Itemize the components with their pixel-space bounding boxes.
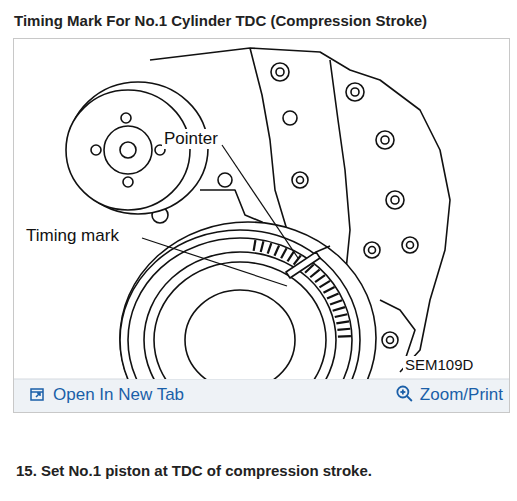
timing-tick [333, 307, 345, 311]
timing-tick [254, 240, 256, 251]
leader-line [222, 145, 298, 258]
timing-tick [274, 245, 279, 255]
timing-tick [310, 270, 319, 278]
timing-pointer [286, 252, 320, 278]
figure-code: SEM109D [403, 356, 475, 373]
block-edge [250, 48, 290, 240]
timing-tick [261, 241, 264, 252]
figure-title: Timing Mark For No.1 Cylinder TDC (Compr… [14, 12, 427, 29]
leader-line [142, 238, 287, 286]
pointer-stem [316, 246, 330, 252]
block-edge [380, 300, 415, 360]
engine-drawing [66, 48, 450, 379]
zoom-icon [397, 387, 412, 402]
timing-tick [335, 314, 348, 317]
timing-tick [315, 275, 325, 282]
timing-tick [330, 300, 342, 304]
timing-tick [327, 294, 339, 299]
timing-tick [323, 287, 334, 293]
timing-scale [254, 240, 351, 337]
open-tab-icon [31, 389, 43, 400]
part-label: Timing mark [24, 226, 121, 246]
timing-tick [336, 321, 349, 323]
step-text: 15. Set No.1 piston at TDC of compressio… [14, 462, 374, 479]
timing-tick [319, 281, 330, 287]
part-label: Pointer [162, 129, 220, 149]
toolbar-link: Open In New Tab [51, 385, 186, 405]
timing-tick [268, 243, 272, 254]
timing-tick [338, 335, 351, 338]
toolbar-link: Zoom/Print [418, 385, 505, 405]
timing-tick [281, 248, 286, 258]
toolbar-bar [14, 379, 509, 412]
timing-tick [337, 329, 350, 330]
timing-tick [288, 252, 294, 262]
crankshaft-pulley [120, 222, 376, 379]
